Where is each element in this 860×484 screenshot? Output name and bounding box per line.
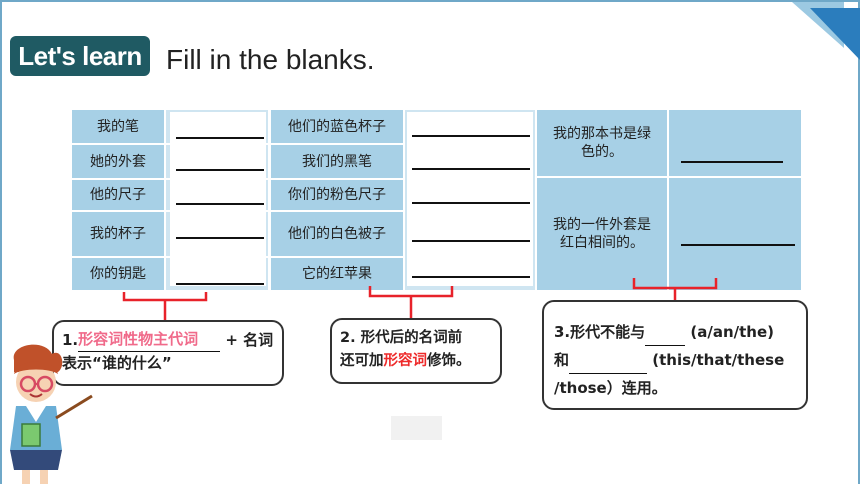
cell-col2-row5: 它的红苹果 [271,258,403,290]
blank-line[interactable] [645,345,686,346]
blank-line[interactable] [176,137,264,139]
answer-column-2 [407,112,533,286]
note-3-text-2: 和 [554,351,570,369]
cell-col2-row2: 我们的黑笔 [271,145,403,178]
bracket-2 [368,286,454,318]
note-2-suffix: 修饰。 [427,353,471,369]
lets-learn-badge: Let's learn [10,36,150,76]
note-3-text-1: 3.形代不能与 [554,323,646,341]
blank-line[interactable] [412,240,530,242]
blank-line[interactable] [412,276,530,278]
note-bubble-2: 2. 形代后的名词前 还可加形容词修饰。 [330,318,502,384]
cell-col2-row1: 他们的蓝色杯子 [271,110,403,143]
cell-col1-row2: 她的外套 [72,145,164,178]
cell-col2-row4: 他们的白色被子 [271,212,403,256]
blank-line[interactable] [681,244,795,246]
note-1-answer: 形容词性物主代词 [78,328,221,352]
cell-col2-row3: 你们的粉色尺子 [271,180,403,210]
frame-left-border [0,0,2,484]
corner-decoration-icon [792,2,860,60]
answer-cell-col3-row1 [669,110,801,176]
cell-col3-row2: 我的一件外套是红白相间的。 [537,178,667,290]
answer-cell-col3-row2 [669,178,801,290]
note-2-line-2: 还可加形容词修饰。 [340,350,492,373]
teacher-icon [10,344,93,484]
frame-top-border [0,0,860,2]
note-3-options-1: (a/an/the) [690,323,774,341]
cell-col1-row3: 他的尺子 [72,180,164,210]
note-bubble-1: 1.形容词性物主代词 + 名词 表示“谁的什么” [52,320,284,386]
blank-line[interactable] [412,168,530,170]
cell-col3-row1: 我的那本书是绿色的。 [537,110,667,176]
blank-line[interactable] [176,283,264,285]
note-3-options-2: (this/that/these [652,351,785,369]
cell-col1-row1: 我的笔 [72,110,164,143]
frame-right-border [858,0,860,484]
cell-col1-row5: 你的钥匙 [72,258,164,290]
note-3-line-1: 3.形代不能与 (a/an/the) [554,318,800,346]
blank-line[interactable] [176,169,264,171]
note-3-line-3: /those）连用。 [554,379,667,397]
blank-line[interactable] [569,373,648,374]
note-1-line-2: 表示“谁的什么” [62,354,172,372]
note-1-number: 1. [62,331,79,349]
note-2-highlight: 形容词 [383,353,428,369]
blank-line[interactable] [176,203,264,205]
note-3-line-2: 和 (this/that/these [554,346,800,374]
note-2-line-1: 2. 形代后的名词前 [340,330,463,346]
placeholder-box [391,416,442,440]
note-2-prefix: 还可加 [340,353,384,369]
cell-col1-row4: 我的杯子 [72,212,164,256]
blank-line[interactable] [412,202,530,204]
note-1-line-1: 1.形容词性物主代词 + 名词 [62,328,274,352]
blank-line[interactable] [681,161,783,163]
page-title: Fill in the blanks. [166,44,375,75]
answer-column-1 [170,112,266,286]
note-bubble-3: 3.形代不能与 (a/an/the) 和 (this/that/these /t… [542,300,808,410]
bracket-1 [122,292,208,322]
blank-line[interactable] [412,135,530,137]
note-1-plus: + 名词 [225,331,274,349]
blank-line[interactable] [176,237,264,239]
